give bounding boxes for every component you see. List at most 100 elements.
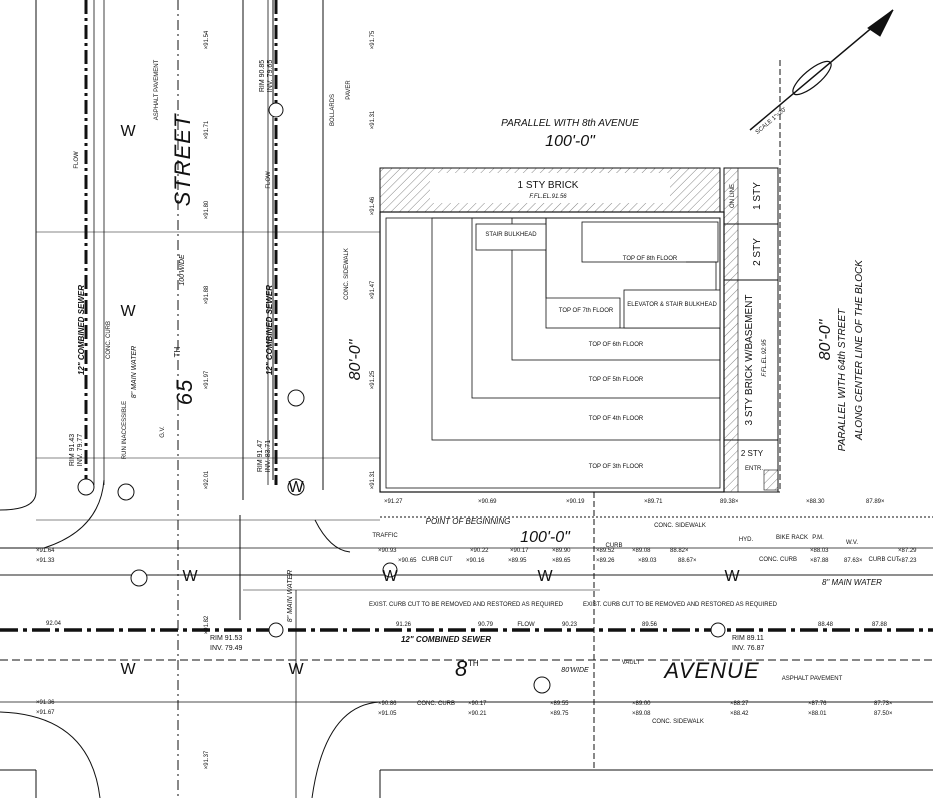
bollards-label: BOLLARDS: [330, 94, 336, 126]
parallel-8th-label: PARALLEL WITH 8th AVENUE: [501, 118, 639, 129]
elevation-e25: ×89.65: [552, 558, 571, 564]
elevation-e11: ×88.30: [806, 499, 825, 505]
conc-curb-3: CONC. CURB: [417, 701, 455, 707]
elevation-e9: ×89.71: [644, 499, 663, 505]
elevation-e39: ×90.17: [468, 701, 487, 707]
elevation-e60: ×91.46: [370, 196, 376, 215]
elevation-e49: ×88.42: [730, 711, 749, 717]
dim-right: 80'-0": [817, 318, 834, 360]
elevation-e45: ×91.05: [378, 711, 397, 717]
elevation-e62: ×91.25: [370, 370, 376, 389]
elevation-e58: ×91.75: [370, 30, 376, 49]
rim-3: RIM 91.53: [210, 635, 242, 642]
rim-1: RIM 91.43: [69, 434, 76, 466]
avenue-8-sup: TH: [468, 659, 479, 668]
water-marker-w: W: [537, 568, 553, 585]
water-marker-w: W: [120, 661, 136, 678]
manhole-1: [77, 478, 95, 496]
conc-sidewalk-street: CONC. SIDEWALK: [344, 248, 350, 300]
elevation-e59: ×91.31: [370, 110, 376, 129]
point-of-beginning: POINT OF BEGINNING: [426, 517, 511, 526]
inv-4: INV. 76.87: [732, 645, 765, 652]
pm-label: P.M.: [812, 535, 824, 541]
dim-top: 100'-0": [545, 133, 596, 150]
asphalt-avenue: ASPHALT PAVEMENT: [782, 676, 843, 682]
elevation-e46: ×90.21: [468, 711, 487, 717]
elevation-e56: ×91.97: [204, 370, 210, 389]
elevation-e30: 87.63×: [844, 558, 863, 564]
elevation-e55: ×91.88: [204, 285, 210, 304]
elevation-e37: 87.88: [872, 622, 888, 628]
two-sty-b-label: 2 STY: [741, 449, 764, 458]
manholes: [77, 102, 726, 694]
elevator-bulkhead: [623, 289, 721, 329]
ffl-3: F.FL.EL.92.95: [762, 339, 768, 377]
elevation-e34: 90.23: [562, 622, 578, 628]
elevation-e15: ×90.17: [510, 548, 529, 554]
elevation-e21: ×87.29: [898, 548, 917, 554]
rim-4: RIM 89.11: [732, 635, 764, 642]
street-word: STREET: [170, 113, 195, 206]
elevation-e64: ×91.82: [204, 615, 210, 634]
elevation-e38: ×90.86: [378, 701, 397, 707]
elevation-e53: ×91.71: [204, 120, 210, 139]
hyd-label: HYD.: [739, 537, 754, 543]
water-marker-w: W: [182, 568, 198, 585]
elevation-e27: ×89.03: [638, 558, 657, 564]
dim-bottom: 100'-0": [520, 529, 571, 546]
along-center-label: ALONG CENTER LINE OF THE BLOCK: [854, 259, 865, 441]
conc-curb-1: CONC. CURB: [106, 321, 112, 359]
vault-label: VAULT: [622, 660, 641, 666]
elevation-e48: ×89.08: [632, 711, 651, 717]
street-width: 100'WIDE: [179, 254, 186, 286]
sewer-h-label: 12" COMBINED SEWER: [401, 635, 491, 644]
bike-rack-label: BIKE RACK: [776, 535, 808, 541]
elevation-e42: ×88.27: [730, 701, 749, 707]
sewer-v2-label: 12" COMBINED SEWER: [265, 285, 274, 375]
inv-1: INV. 79.77: [77, 434, 84, 467]
sewer-v-label: 12" COMBINED SEWER: [77, 285, 86, 375]
elev-label: ELEVATOR & STAIR BULKHEAD: [627, 302, 717, 308]
paver-label: PAVER: [346, 80, 352, 100]
elevation-e44: 87.73×: [874, 701, 893, 707]
elevation-e50: ×88.01: [808, 711, 827, 717]
flow-v2-label: FLOW: [266, 171, 272, 189]
elevation-e65: ×91.37: [204, 750, 210, 769]
conc-sidewalk-ave: CONC. SIDEWALK: [654, 523, 706, 529]
avenue-8-label: 8: [455, 656, 468, 681]
water-marker-w: W: [724, 568, 740, 585]
elevation-e17: ×89.52: [596, 548, 615, 554]
inv-3: INV. 79.49: [210, 645, 243, 652]
elevation-e23: ×90.16: [466, 558, 485, 564]
two-sty-a-label: 2 STY: [752, 238, 763, 266]
entr-label: ENTR.: [745, 466, 763, 472]
traffic-label: TRAFFIC: [372, 533, 398, 539]
rim-5: RIM 90.85: [259, 60, 266, 92]
elevation-e3: 92.04: [46, 621, 62, 627]
water-marker-w: W: [288, 661, 304, 678]
elevation-e47: ×89.75: [550, 711, 569, 717]
curb-cut-2: CURB CUT: [869, 557, 900, 563]
street-65-sup: TH: [173, 346, 182, 357]
flow-h-label: FLOW: [517, 622, 535, 628]
top-4-label: TOP OF 4th FLOOR: [589, 416, 644, 422]
elevation-e8: ×90.19: [566, 499, 585, 505]
elevation-e61: ×91.47: [370, 280, 376, 299]
rim-2: RIM 91.47: [257, 440, 264, 472]
three-sty-label: 3 STY BRICK W/BASEMENT: [744, 295, 755, 426]
curb-cut-1: CURB CUT: [422, 557, 453, 563]
elevation-e4: ×91.36: [36, 700, 55, 706]
elevation-e57: ×92.01: [204, 470, 210, 489]
one-sty-brick-label: 1 STY BRICK: [518, 180, 579, 191]
street-65-label: 65: [172, 379, 197, 405]
elevation-e24: ×89.95: [508, 558, 527, 564]
stair-bulkhead-label: STAIR BULKHEAD: [485, 232, 537, 238]
avenue-word: AVENUE: [662, 658, 759, 683]
top-3-label: TOP OF 3th FLOOR: [589, 464, 644, 470]
elevation-e18: ×89.08: [632, 548, 651, 554]
elevation-e63: ×91.31: [370, 470, 376, 489]
inv-5: INV. 79.65: [267, 60, 274, 93]
elevation-e35: 89.56: [642, 622, 658, 628]
